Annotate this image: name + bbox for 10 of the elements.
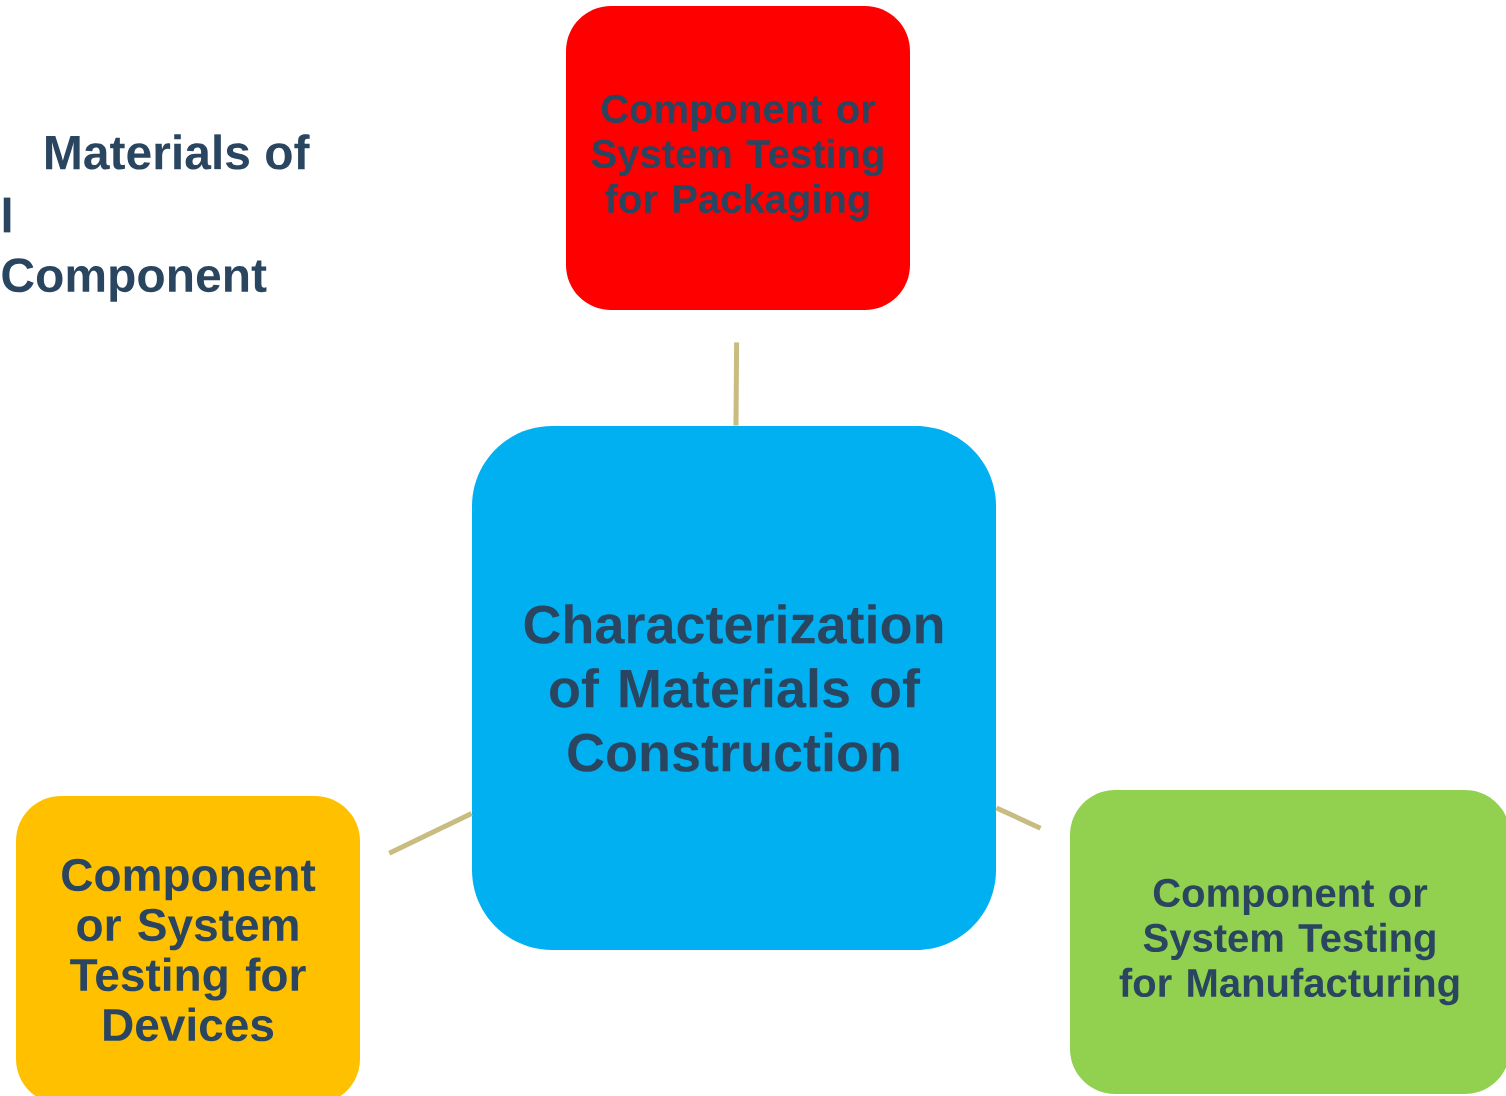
connector-line bbox=[995, 805, 1042, 831]
heading-text: Materials of bbox=[46, 134, 310, 170]
heading-text: Component bbox=[2, 258, 267, 302]
rounded-box: Component or System Testing for Manufacturing bbox=[1070, 790, 1506, 1094]
rounded-box: Component or System Testing for Packaging bbox=[566, 6, 910, 310]
connector-line bbox=[388, 811, 473, 856]
connector-line bbox=[733, 342, 740, 426]
rounded-box: Component or System Testing for Devices bbox=[16, 796, 360, 1096]
heading-text: l bbox=[3, 197, 11, 233]
rounded-box: Characterization of Materials of Construction bbox=[472, 426, 996, 950]
